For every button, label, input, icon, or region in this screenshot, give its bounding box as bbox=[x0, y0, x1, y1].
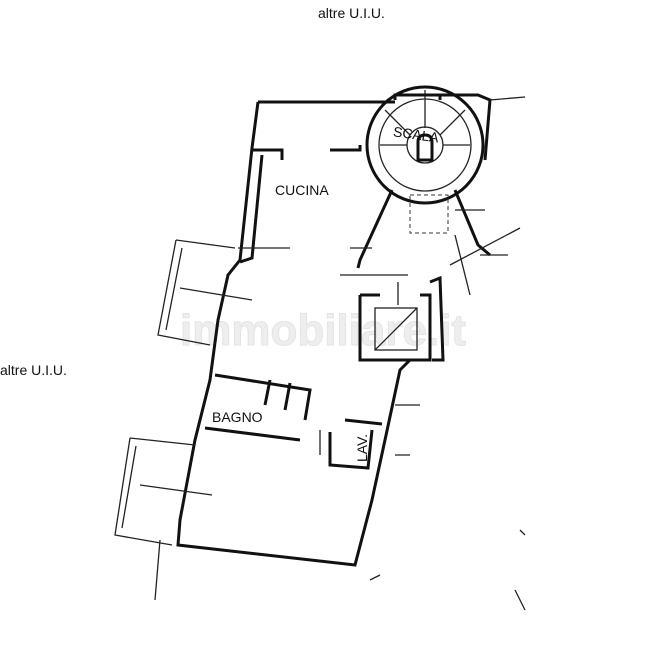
label-kitchen: CUCINA bbox=[275, 182, 329, 198]
label-stairs: SCALA bbox=[392, 123, 440, 145]
label-other-units-top: altre U.I.U. bbox=[318, 5, 385, 21]
label-laundry: LAV. bbox=[354, 434, 370, 462]
label-other-units-left: altre U.I.U. bbox=[0, 362, 67, 378]
walls bbox=[114, 85, 526, 611]
watermark: immobiliare.it bbox=[180, 306, 466, 355]
label-bathroom: BAGNO bbox=[212, 409, 263, 425]
